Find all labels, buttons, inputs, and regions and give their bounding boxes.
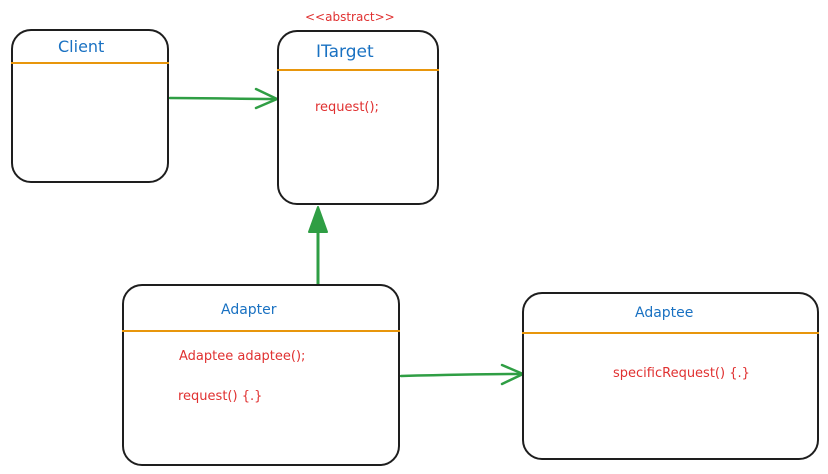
class-client-title: Client (58, 37, 105, 56)
class-adaptee-member: specificRequest() {.} (613, 366, 750, 381)
class-adapter-member: request() {.} (178, 389, 263, 404)
class-itarget-member: request(); (315, 100, 379, 115)
client-to-itarget-arrow (168, 87, 279, 110)
class-adaptee-title: Adaptee (635, 305, 694, 321)
adapter-to-adaptee-arrow (399, 363, 525, 386)
class-adapter-divider (122, 330, 400, 332)
class-adaptee[interactable] (522, 292, 819, 460)
class-adapter-member: Adaptee adaptee(); (179, 349, 306, 364)
adapter-to-itarget-arrow (308, 206, 328, 286)
class-adapter-title: Adapter (221, 302, 277, 318)
class-itarget-stereotype: <<abstract>> (305, 10, 395, 24)
class-itarget[interactable] (277, 30, 439, 205)
class-client-divider (11, 62, 169, 64)
class-adapter[interactable] (122, 284, 400, 466)
class-client[interactable] (11, 29, 169, 183)
class-adaptee-divider (522, 332, 819, 334)
class-itarget-divider (277, 69, 439, 71)
class-itarget-title: ITarget (316, 42, 374, 62)
